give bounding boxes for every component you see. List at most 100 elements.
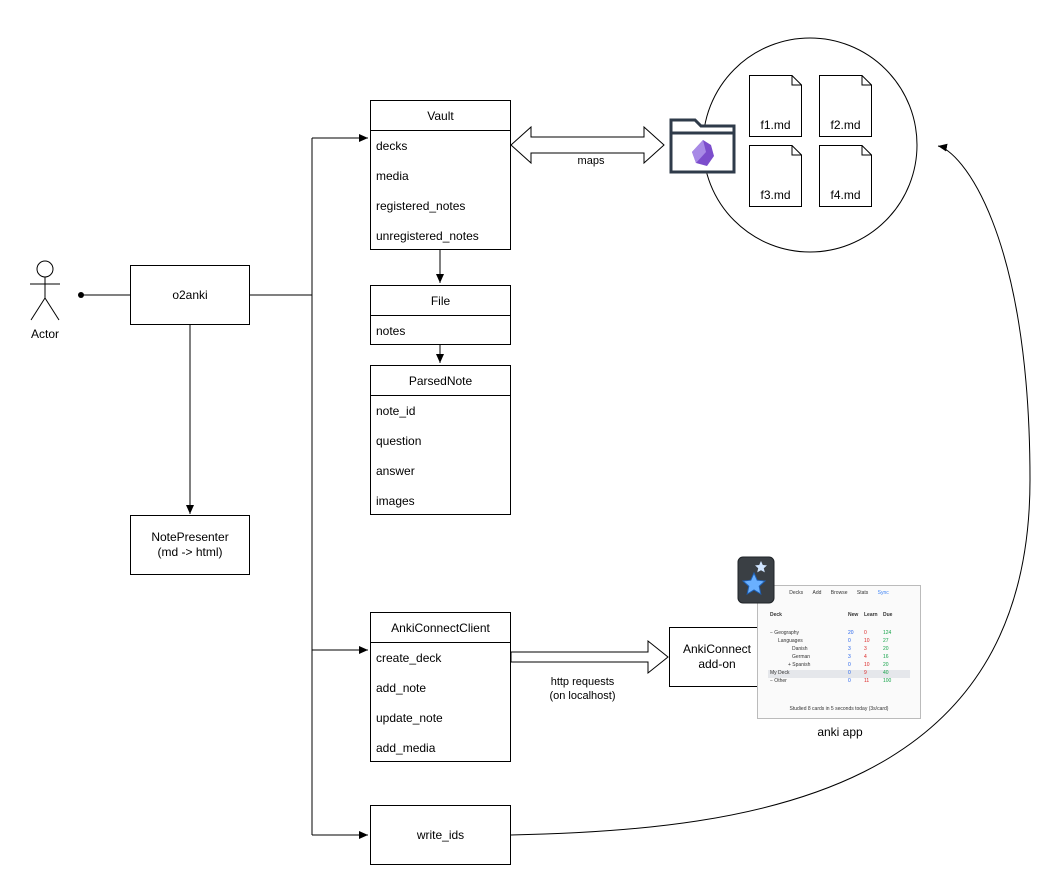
deck-learn: 10	[864, 638, 870, 644]
anki-footer: Studied 8 cards in 5 seconds today (3s/c…	[789, 706, 889, 712]
http-requests-label: http requests (on localhost)	[530, 675, 635, 703]
ankiconnect-addon-subtitle: add-on	[698, 657, 736, 671]
anki-tabs: Decks Add Browse Stats Sync	[758, 590, 920, 596]
deck-due: 16	[883, 654, 889, 660]
anki-tab: Sync	[877, 590, 889, 596]
file-name: f3.md	[760, 188, 791, 202]
deck-new: 0	[848, 662, 851, 668]
anki-deck-row: My Deck 0 9 40	[768, 670, 910, 678]
deck-due: 40	[883, 670, 889, 676]
maps-label: maps	[577, 155, 605, 167]
deck-learn: 3	[864, 646, 867, 652]
ankiconnectclient-method: add_note	[376, 681, 427, 695]
ankiconnectclient-class-title: AnkiConnectClient	[371, 613, 510, 643]
deck-due: 20	[883, 662, 889, 668]
ankiconnect-addon-box: AnkiConnect add-on	[669, 627, 765, 687]
parsednote-class: ParsedNote note_id question answer image…	[370, 365, 511, 515]
actor-to-o2anki-connector	[78, 292, 130, 298]
http-requests-line1: http requests	[550, 676, 615, 688]
deck-new: 3	[848, 646, 851, 652]
deck-learn: 9	[864, 670, 867, 676]
markdown-file-icon: f3.md	[749, 145, 802, 207]
notepresenter-box: NotePresenter (md -> html)	[130, 515, 250, 575]
o2anki-bus-connectors	[250, 134, 368, 839]
write-ids-to-vault-curve	[510, 143, 1031, 836]
anki-app-label: anki app	[817, 725, 863, 739]
vault-field: media	[376, 169, 409, 183]
actor-figure-icon	[30, 260, 60, 321]
anki-tab: Browse	[830, 590, 848, 596]
anki-deck-row: Languages 0 10 27	[768, 638, 910, 646]
deck-learn: 11	[864, 678, 870, 684]
file-name: f4.md	[830, 188, 861, 202]
file-field: notes	[376, 324, 406, 338]
anki-header: New	[848, 612, 859, 618]
deck-new: 0	[848, 670, 851, 676]
deck-name: German	[792, 654, 811, 660]
file-name: f1.md	[760, 118, 791, 132]
deck-new: 3	[848, 654, 851, 660]
deck-new: 0	[848, 638, 851, 644]
deck-name: Languages	[778, 638, 803, 644]
parsednote-field: question	[376, 434, 422, 448]
deck-name: + Spanish	[788, 662, 811, 668]
http-requests-arrow	[510, 639, 669, 675]
ankiconnect-addon-title: AnkiConnect	[682, 642, 752, 656]
anki-header: Learn	[864, 612, 878, 618]
anki-deck-row: − Other 0 11 100	[768, 678, 910, 686]
file-class: File notes	[370, 285, 511, 345]
anki-deck-row: + Spanish 0 10 20	[768, 662, 910, 670]
notepresenter-title: NotePresenter	[151, 530, 229, 544]
deck-due: 100	[883, 678, 892, 684]
vault-field: decks	[376, 139, 408, 153]
deck-name: My Deck	[770, 670, 790, 676]
deck-learn: 10	[864, 662, 870, 668]
deck-name: − Geography	[770, 630, 800, 636]
anki-deck-row: Danish 3 3 20	[768, 646, 910, 654]
file-name: f2.md	[830, 118, 861, 132]
deck-name: Danish	[792, 646, 808, 652]
vault-class: Vault decks media registered_notes unreg…	[370, 100, 511, 250]
anki-app-screenshot: Decks Add Browse Stats Sync Deck New Lea…	[757, 585, 921, 719]
anki-tab: Add	[812, 590, 822, 596]
deck-name: − Other	[770, 678, 787, 684]
deck-learn: 4	[864, 654, 867, 660]
write-ids-box: write_ids	[370, 805, 511, 865]
parsednote-field: images	[376, 494, 415, 508]
deck-learn: 0	[864, 630, 867, 636]
anki-deck-row: German 3 4 16	[768, 654, 910, 662]
maps-double-arrow	[510, 125, 665, 165]
vault-class-title: Vault	[371, 101, 510, 131]
vault-field: unregistered_notes	[376, 229, 479, 243]
parsednote-field: note_id	[376, 404, 416, 418]
obsidian-folder-icon	[669, 118, 736, 174]
ankiconnectclient-method: create_deck	[376, 651, 442, 665]
anki-deck-row: − Geography 20 0 124	[768, 630, 910, 638]
markdown-file-icon: f4.md	[819, 145, 872, 207]
deck-new: 0	[848, 678, 851, 684]
actor-label: Actor	[30, 327, 59, 341]
ankiconnectclient-method: add_media	[376, 741, 436, 755]
o2anki-box: o2anki	[130, 265, 250, 325]
deck-due: 27	[883, 638, 889, 644]
anki-tab: Stats	[856, 590, 869, 596]
anki-header-row: Deck New Learn Due	[768, 612, 910, 620]
ankiconnectclient-method: update_note	[376, 711, 443, 725]
anki-star-icon	[737, 556, 775, 604]
vault-field: registered_notes	[376, 199, 466, 213]
markdown-file-icon: f1.md	[749, 75, 802, 137]
anki-tab: Decks	[789, 590, 804, 596]
o2anki-label: o2anki	[172, 287, 208, 302]
parsednote-field: answer	[376, 464, 415, 478]
notepresenter-subtitle: (md -> html)	[157, 545, 223, 559]
anki-header: Due	[883, 612, 893, 618]
deck-new: 20	[848, 630, 854, 636]
http-requests-line2: (on localhost)	[549, 690, 616, 702]
markdown-file-icon: f2.md	[819, 75, 872, 137]
parsednote-class-title: ParsedNote	[371, 366, 510, 396]
write-ids-label: write_ids	[416, 827, 465, 842]
anki-header: Deck	[770, 612, 782, 618]
ankiconnectclient-class: AnkiConnectClient create_deck add_note u…	[370, 612, 511, 762]
